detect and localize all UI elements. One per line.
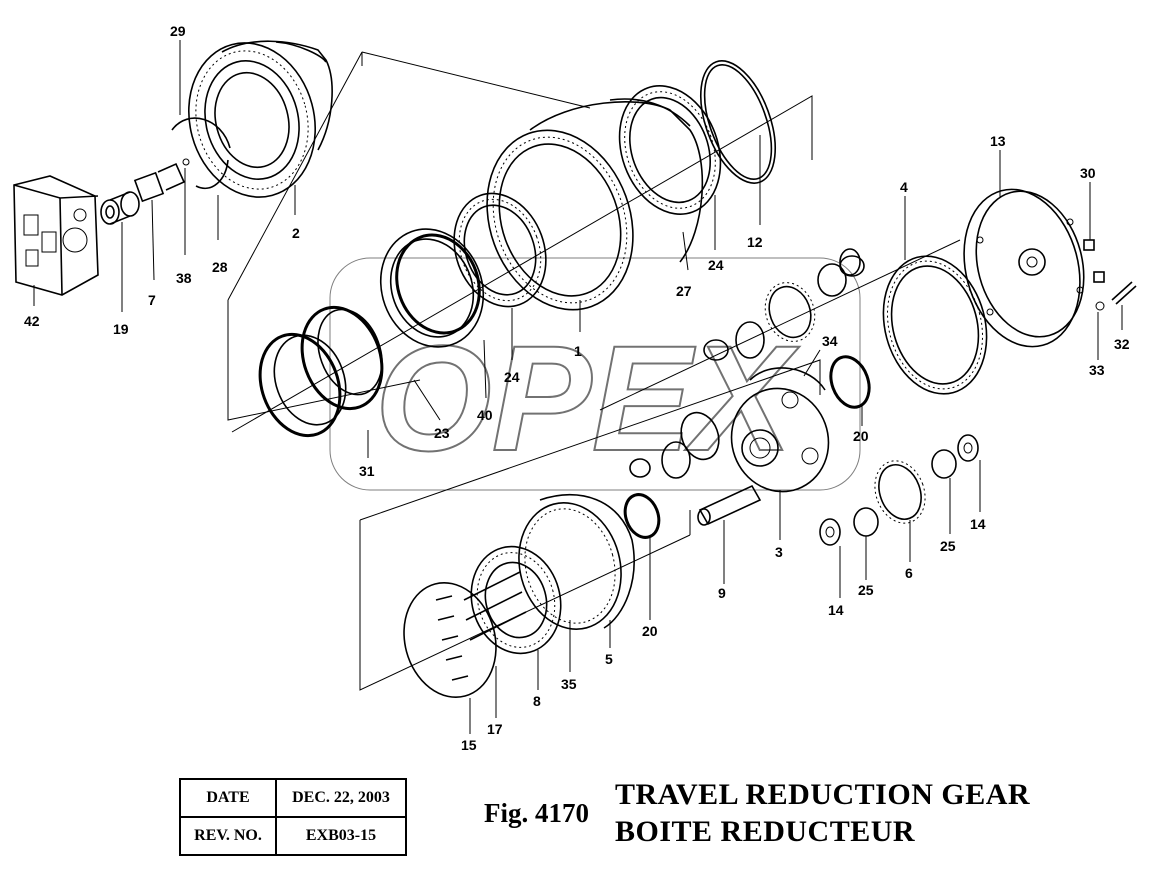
callout-9: 9 [718, 585, 726, 601]
callout-5: 5 [605, 651, 613, 667]
pin-9 [697, 484, 762, 526]
lower-bearing-part [453, 192, 547, 308]
snap-ring-20-lower [623, 493, 661, 539]
callout-20-upper: 20 [853, 428, 869, 444]
date-label: DATE [179, 778, 277, 818]
floating-seal-23 [300, 305, 384, 411]
callout-33: 33 [1089, 362, 1105, 378]
watermark: OPEX [329, 257, 861, 491]
callout-32: 32 [1114, 336, 1130, 352]
callout-30: 30 [1080, 165, 1096, 181]
callout-15: 15 [461, 737, 477, 753]
callout-24-lower: 24 [504, 369, 520, 385]
figure-title-english: TRAVEL REDUCTION GEAR [615, 778, 1031, 811]
callout-6: 6 [905, 565, 913, 581]
rev-row: REV. NO. EXB03-15 [179, 816, 407, 856]
callout-27: 27 [676, 283, 692, 299]
callout-12: 12 [747, 234, 763, 250]
planet-gear-middle [629, 411, 720, 479]
callout-1: 1 [574, 343, 582, 359]
drum-5 [518, 493, 635, 630]
callout-14-right: 14 [970, 516, 986, 532]
cover-bolts [1083, 239, 1137, 311]
carrier-3 [730, 367, 830, 493]
leader-lines [121, 40, 1123, 734]
upper-bearing-part [618, 85, 722, 215]
callout-17: 17 [487, 721, 503, 737]
coupling-parts [100, 158, 190, 225]
snap-ring-20-upper [829, 355, 871, 409]
callout-4: 4 [900, 179, 908, 195]
callout-8: 8 [533, 693, 541, 709]
hub-housing-part [188, 40, 333, 198]
planet-gear-6 [853, 449, 957, 537]
retainer-ring-15 [403, 581, 497, 699]
figure-number: Fig. 4170 [484, 798, 589, 828]
callout-25-left: 25 [858, 582, 874, 598]
callout-24-upper: 24 [708, 257, 724, 273]
callout-34: 34 [822, 333, 838, 349]
o-ring-31 [258, 332, 347, 438]
ring-gear-4 [882, 255, 988, 395]
snap-rings [171, 117, 231, 189]
date-row: DATE DEC. 22, 2003 [179, 778, 407, 818]
callout-38: 38 [176, 270, 192, 286]
main-housing-part [486, 98, 704, 311]
revision-info-table: DATE DEC. 22, 2003 REV. NO. EXB03-15 [179, 778, 407, 856]
thrust-washers [819, 248, 979, 546]
callout-40: 40 [477, 407, 493, 423]
callout-7: 7 [148, 292, 156, 308]
gear-8 [463, 545, 562, 655]
callout-14-left: 14 [828, 602, 844, 618]
callout-25-right: 25 [940, 538, 956, 554]
callout-28: 28 [212, 259, 228, 275]
rev-label: REV. NO. [179, 816, 277, 856]
callout-35: 35 [561, 676, 577, 692]
callout-13: 13 [990, 133, 1006, 149]
ring-40 [379, 228, 485, 348]
callout-2: 2 [292, 225, 300, 241]
callout-20-lower: 20 [642, 623, 658, 639]
callout-23: 23 [434, 425, 450, 441]
date-value: DEC. 22, 2003 [275, 778, 407, 818]
callout-31: 31 [359, 463, 375, 479]
rev-value: EXB03-15 [275, 816, 407, 856]
callout-19: 19 [113, 321, 129, 337]
callout-labels: 29 2 38 28 7 19 42 24 27 12 1 24 40 23 3… [24, 23, 1130, 753]
cover-13 [963, 188, 1085, 348]
figure-title-french: BOITE REDUCTEUR [615, 815, 916, 848]
callout-42: 42 [24, 313, 40, 329]
callout-29: 29 [170, 23, 186, 39]
motor-block-part [13, 175, 99, 306]
callout-3: 3 [775, 544, 783, 560]
svg-text:OPEX: OPEX [375, 314, 800, 482]
